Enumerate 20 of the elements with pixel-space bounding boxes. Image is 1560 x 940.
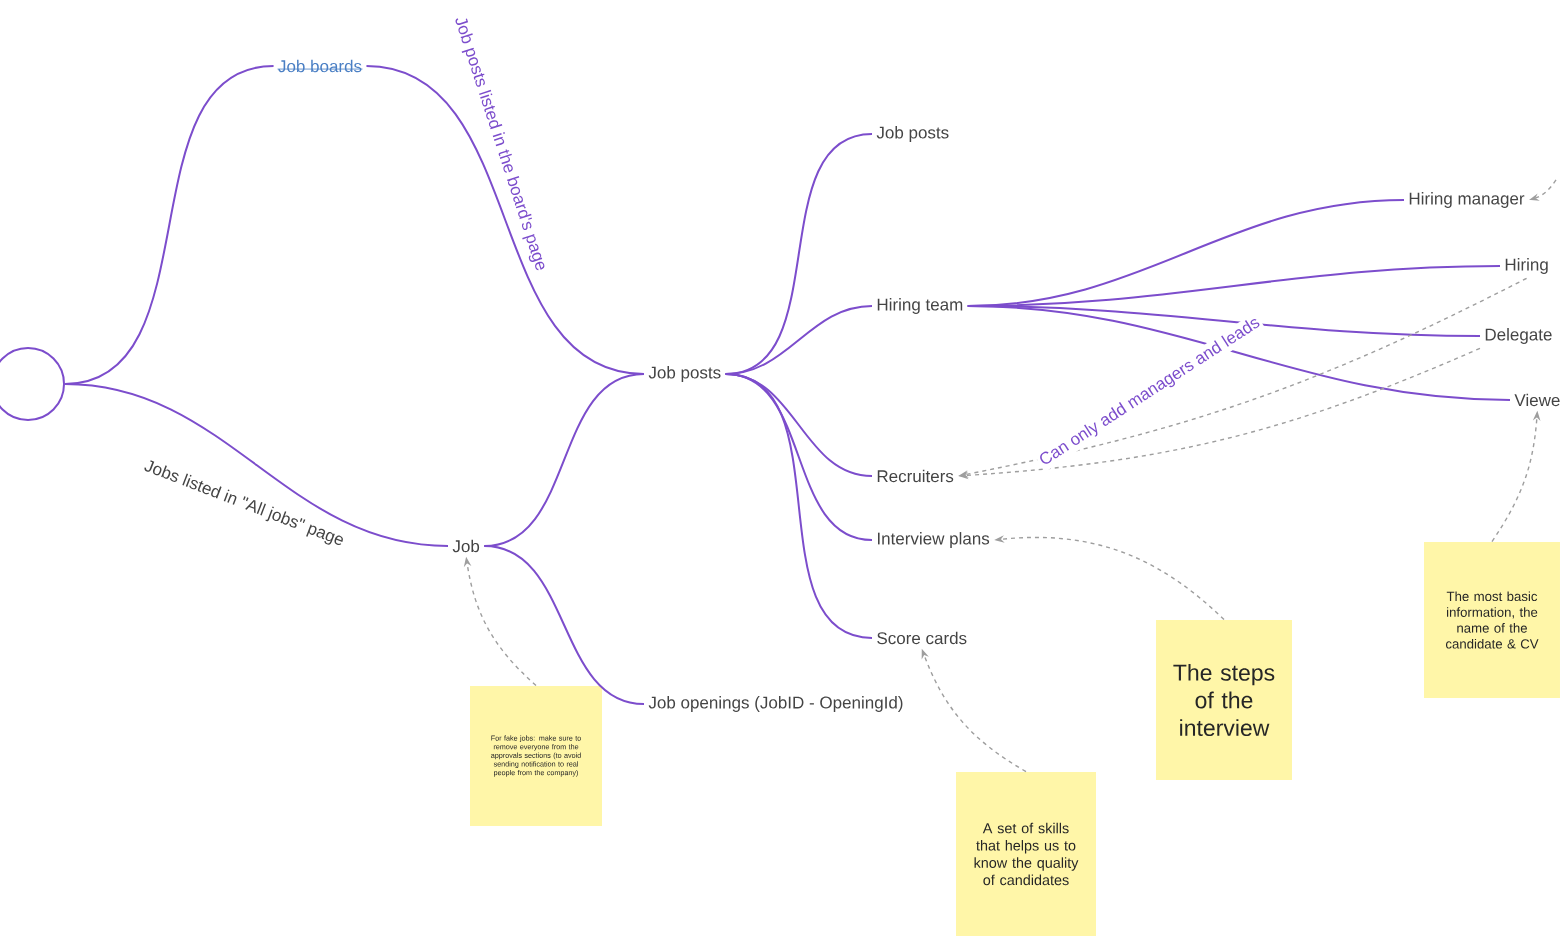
- node-label: Hiring: [1505, 258, 1548, 274]
- node-label: Job: [452, 539, 480, 553]
- node-label: Hiring manager: [1409, 192, 1525, 208]
- node-label: Score cards: [877, 631, 967, 645]
- node-label: Viewe: [1514, 393, 1560, 407]
- edge-label: Jobs listed in "All jobs" page: [139, 455, 349, 553]
- connector-line: [483, 545, 645, 705]
- connector-line: [966, 305, 1511, 401]
- connector-line: [64, 383, 449, 547]
- node-label: Job posts: [876, 126, 949, 142]
- link: Job boards: [277, 59, 363, 73]
- edge-label: Job posts listed in the board's page: [448, 12, 552, 276]
- sticky-note: The steps of the interview: [1156, 620, 1292, 780]
- node-label: Delegate: [1485, 328, 1552, 344]
- connector-line: [724, 373, 873, 639]
- node-label: Interview plans: [877, 532, 990, 548]
- node-label: Hiring team: [877, 298, 963, 314]
- node-label: Recruiters: [877, 469, 954, 483]
- node-label: Job posts: [648, 366, 721, 382]
- node-label: Job openings (JobID - OpeningId): [648, 696, 903, 712]
